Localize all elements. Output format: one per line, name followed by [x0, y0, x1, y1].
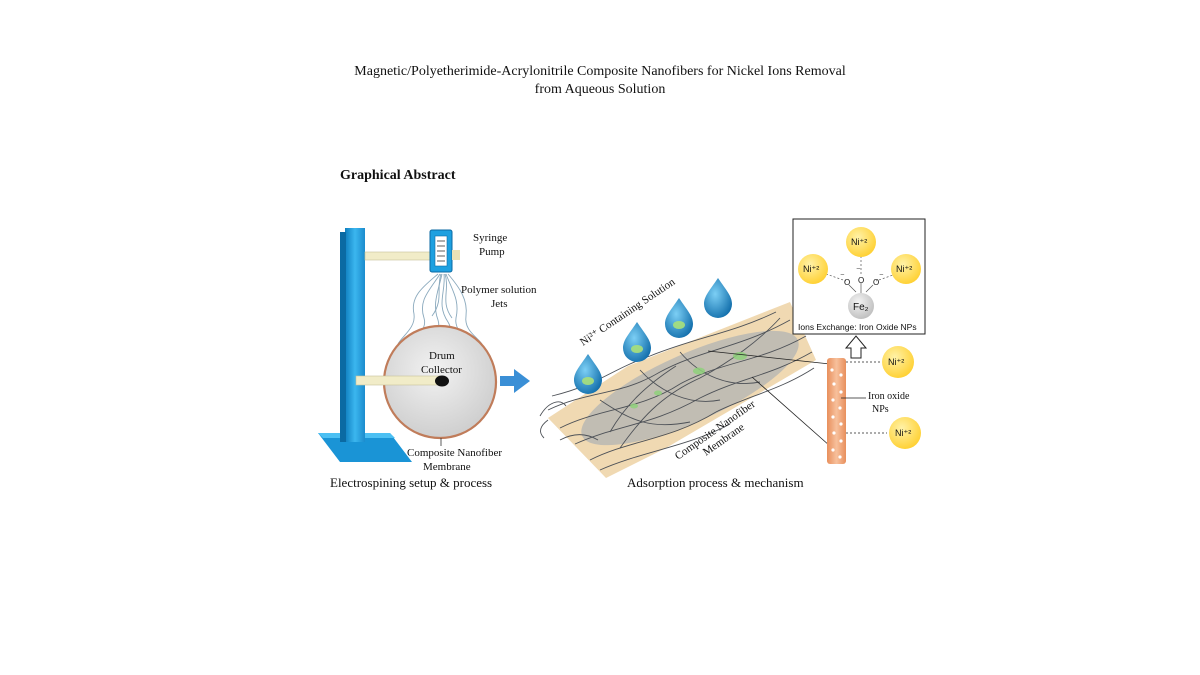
electrospinning-setup: Syringe Pump Polymer solution Jets Drum … [318, 228, 537, 490]
iron-oxide-fiber [827, 358, 846, 464]
nanofiber-strands [539, 311, 815, 471]
ni-ion-box-right [891, 254, 921, 284]
ni-ion-top [882, 346, 914, 378]
pump-arm [364, 251, 438, 261]
ni-ion-box-left [798, 254, 828, 284]
ni-ion-bottom-label: Ni⁺² [895, 428, 911, 438]
exchange-solid-bonds [848, 283, 874, 294]
ion-exchange-caption: Ions Exchange: Iron Oxide NPs [798, 322, 917, 332]
oxygen-left: O [844, 278, 850, 287]
ni-ion-box-left-label: Ni⁺² [803, 264, 819, 274]
title-line-2: from Aqueous Solution [534, 82, 666, 97]
drop-2 [623, 322, 651, 362]
drop-3 [665, 298, 693, 338]
mechanism: Ni⁺² Ni⁺² Iron oxide NPs Ni⁺² Ni⁺² Ni⁺² … [792, 218, 926, 464]
exchange-bonds [825, 256, 897, 282]
syringe-label-2: Pump [479, 246, 505, 258]
oxygen-minus-left: ⁻ [840, 271, 845, 281]
ni-ion-box-top-label: Ni⁺² [851, 237, 867, 247]
membrane-label-2: Membrane [423, 461, 471, 473]
membrane-gray-zone [581, 330, 799, 446]
fe-label: Fe₂ [853, 302, 869, 313]
drum-label-1: Drum [429, 350, 455, 362]
syringe-label-1: Syringe [473, 232, 507, 244]
ni-ion-box-top [846, 227, 876, 257]
stand-pole [345, 228, 365, 442]
process-arrow [500, 369, 530, 393]
fe-atom [848, 293, 874, 319]
jets-label-2: Jets [491, 298, 508, 310]
iron-oxide-label-2: NPs [872, 404, 889, 415]
oxygen-top: O [858, 276, 864, 285]
syringe-pump [429, 229, 460, 273]
drop-1 [574, 354, 602, 394]
drum-axle [435, 375, 449, 387]
ni-ion-bottom [889, 417, 921, 449]
oxygen-minus-right: ⁻ [879, 271, 884, 281]
drum-arm [355, 375, 441, 386]
drop-4 [704, 278, 732, 318]
title-line-1: Magnetic/Polyetherimide-Acrylonitrile Co… [354, 64, 846, 79]
ni-ion-box-right-label: Ni⁺² [896, 264, 912, 274]
adsorption-caption: Adsorption process & mechanism [627, 475, 804, 490]
solution-drops [574, 278, 732, 394]
graphical-abstract-heading: Graphical Abstract [340, 168, 456, 183]
jets-label-1: Polymer solution [461, 284, 537, 296]
ni-ion-top-label: Ni⁺² [888, 357, 904, 367]
stand-pole-side [340, 232, 346, 442]
paper-title: Magnetic/Polyetherimide-Acrylonitrile Co… [300, 63, 900, 99]
oxygen-minus-top: ⁻ [856, 265, 861, 275]
oxygen-right: O [873, 278, 879, 287]
iron-oxide-dots [830, 368, 843, 459]
zoom-connector-lines [707, 350, 831, 447]
iron-oxide-label-1: Iron oxide [868, 391, 910, 402]
up-arrow-outline [844, 335, 868, 359]
adsorption-process: Composite Nanofiber Membrane Ni²⁺ Contai… [539, 276, 816, 490]
drum-label-2: Collector [421, 364, 462, 376]
electrospinning-caption: Electrospining setup & process [330, 475, 492, 490]
membrane-label-1: Composite Nanofiber [407, 447, 502, 459]
ion-binding-lines [846, 361, 887, 434]
